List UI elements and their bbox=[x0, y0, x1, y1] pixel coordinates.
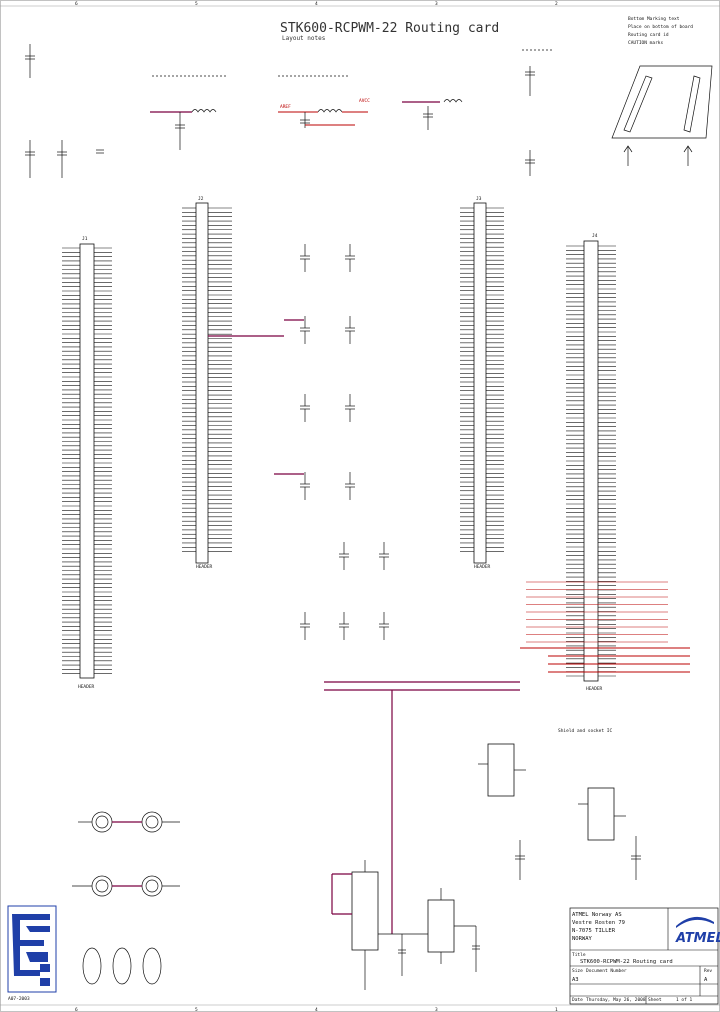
capacitor-symbol bbox=[339, 542, 349, 570]
svg-text:NORWAY: NORWAY bbox=[572, 936, 593, 942]
svg-text:ATMEL: ATMEL bbox=[675, 931, 720, 946]
capacitor-symbol bbox=[345, 394, 355, 422]
svg-text:3: 3 bbox=[435, 1007, 438, 1012]
top-power-section: AVCC AREF bbox=[25, 44, 554, 178]
svg-text:3: 3 bbox=[435, 1, 438, 7]
svg-text:6: 6 bbox=[75, 1, 78, 7]
connector-j2: J2 HEADER bbox=[182, 196, 232, 570]
svg-text:6: 6 bbox=[75, 1007, 78, 1012]
svg-text:CAUTION marks: CAUTION marks bbox=[628, 40, 664, 46]
svg-text:5: 5 bbox=[195, 1007, 198, 1012]
capacitor-symbol bbox=[300, 316, 310, 344]
svg-text:Size: Size bbox=[572, 968, 583, 974]
connector-j1: J1 HEADER bbox=[62, 236, 112, 690]
svg-text:1 of 1: 1 of 1 bbox=[676, 997, 693, 1003]
sheet-subtitle: Layout notes bbox=[282, 35, 326, 42]
capacitor-symbol bbox=[379, 612, 389, 640]
svg-text:Shield and socket IC: Shield and socket IC bbox=[558, 728, 612, 734]
svg-text:Thursday, May 26, 2008: Thursday, May 26, 2008 bbox=[586, 997, 646, 1003]
capacitor-symbol bbox=[345, 244, 355, 272]
socket-ics: Shield and socket IC bbox=[331, 728, 641, 990]
svg-text:ATMEL Norway AS: ATMEL Norway AS bbox=[572, 912, 622, 918]
svg-text:A07-2003: A07-2003 bbox=[8, 996, 30, 1002]
svg-text:4: 4 bbox=[315, 1007, 318, 1012]
capacitor-symbol bbox=[300, 472, 310, 500]
connector-j3: J3 HEADER bbox=[460, 196, 504, 570]
svg-text:A: A bbox=[704, 977, 708, 983]
svg-text:A3: A3 bbox=[572, 977, 579, 983]
capacitor-symbol bbox=[345, 316, 355, 344]
svg-text:N-7075 TILLER: N-7075 TILLER bbox=[572, 928, 616, 934]
svg-text:5: 5 bbox=[195, 1, 198, 7]
svg-text:Bottom Marking text: Bottom Marking text bbox=[628, 16, 680, 22]
center-decoupling-caps bbox=[300, 244, 389, 640]
capacitor-symbol bbox=[345, 472, 355, 500]
frame-column-markers: 6 5 4 3 2 6 5 4 3 1 bbox=[75, 1, 558, 1012]
svg-text:STK600-RCPWM-22 Routing card: STK600-RCPWM-22 Routing card bbox=[580, 959, 673, 965]
svg-text:Date: Date bbox=[572, 997, 583, 1003]
connector-j4: J4 HEADER bbox=[566, 233, 616, 692]
svg-text:HEADER: HEADER bbox=[586, 686, 603, 692]
svg-text:2: 2 bbox=[555, 1, 558, 7]
svg-text:HEADER: HEADER bbox=[474, 564, 491, 570]
title-block: ATMEL Norway AS Vestre Rosten 79 N-7075 … bbox=[569, 907, 720, 1005]
svg-text:Place on bottom of board: Place on bottom of board bbox=[628, 24, 693, 30]
svg-text:J3: J3 bbox=[476, 196, 482, 202]
svg-text:AREF: AREF bbox=[280, 104, 291, 110]
j3-pin-stubs bbox=[460, 207, 504, 552]
capacitor-symbol bbox=[300, 244, 310, 272]
svg-text:HEADER: HEADER bbox=[196, 564, 213, 570]
svg-text:Vestre Rosten 79: Vestre Rosten 79 bbox=[572, 920, 625, 926]
capacitor-symbol bbox=[300, 394, 310, 422]
svg-text:1: 1 bbox=[555, 1007, 558, 1012]
svg-text:AVCC: AVCC bbox=[359, 98, 370, 104]
sheet-title: STK600-RCPWM-22 Routing card bbox=[280, 21, 499, 36]
svg-text:HEADER: HEADER bbox=[78, 684, 95, 690]
svg-text:J2: J2 bbox=[198, 196, 204, 202]
svg-text:Routing card id: Routing card id bbox=[628, 32, 669, 38]
svg-text:4: 4 bbox=[315, 1, 318, 7]
j4-pin-stubs bbox=[566, 245, 616, 677]
j1-pin-stubs bbox=[62, 247, 112, 675]
capacitor-symbol bbox=[339, 612, 349, 640]
capacitor-symbol bbox=[379, 542, 389, 570]
svg-text:J1: J1 bbox=[82, 236, 88, 242]
bus-lines bbox=[208, 319, 690, 934]
svg-text:Title: Title bbox=[572, 952, 586, 958]
svg-text:Document Number: Document Number bbox=[586, 968, 627, 974]
svg-text:Sheet: Sheet bbox=[648, 997, 662, 1003]
svg-text:J4: J4 bbox=[592, 233, 598, 239]
svg-text:Rev: Rev bbox=[704, 968, 712, 974]
coax-connectors bbox=[72, 811, 180, 985]
pcb-footprint-graphic: A07-2003 bbox=[7, 905, 57, 1002]
j2-pin-stubs bbox=[182, 207, 232, 552]
top-right-notes: Bottom Marking text Place on bottom of b… bbox=[628, 16, 693, 46]
board-outline-drawing bbox=[611, 65, 713, 166]
capacitor-symbol bbox=[300, 612, 310, 640]
j4-signal-table bbox=[526, 581, 668, 643]
atmel-logo: ATMEL bbox=[672, 912, 720, 946]
